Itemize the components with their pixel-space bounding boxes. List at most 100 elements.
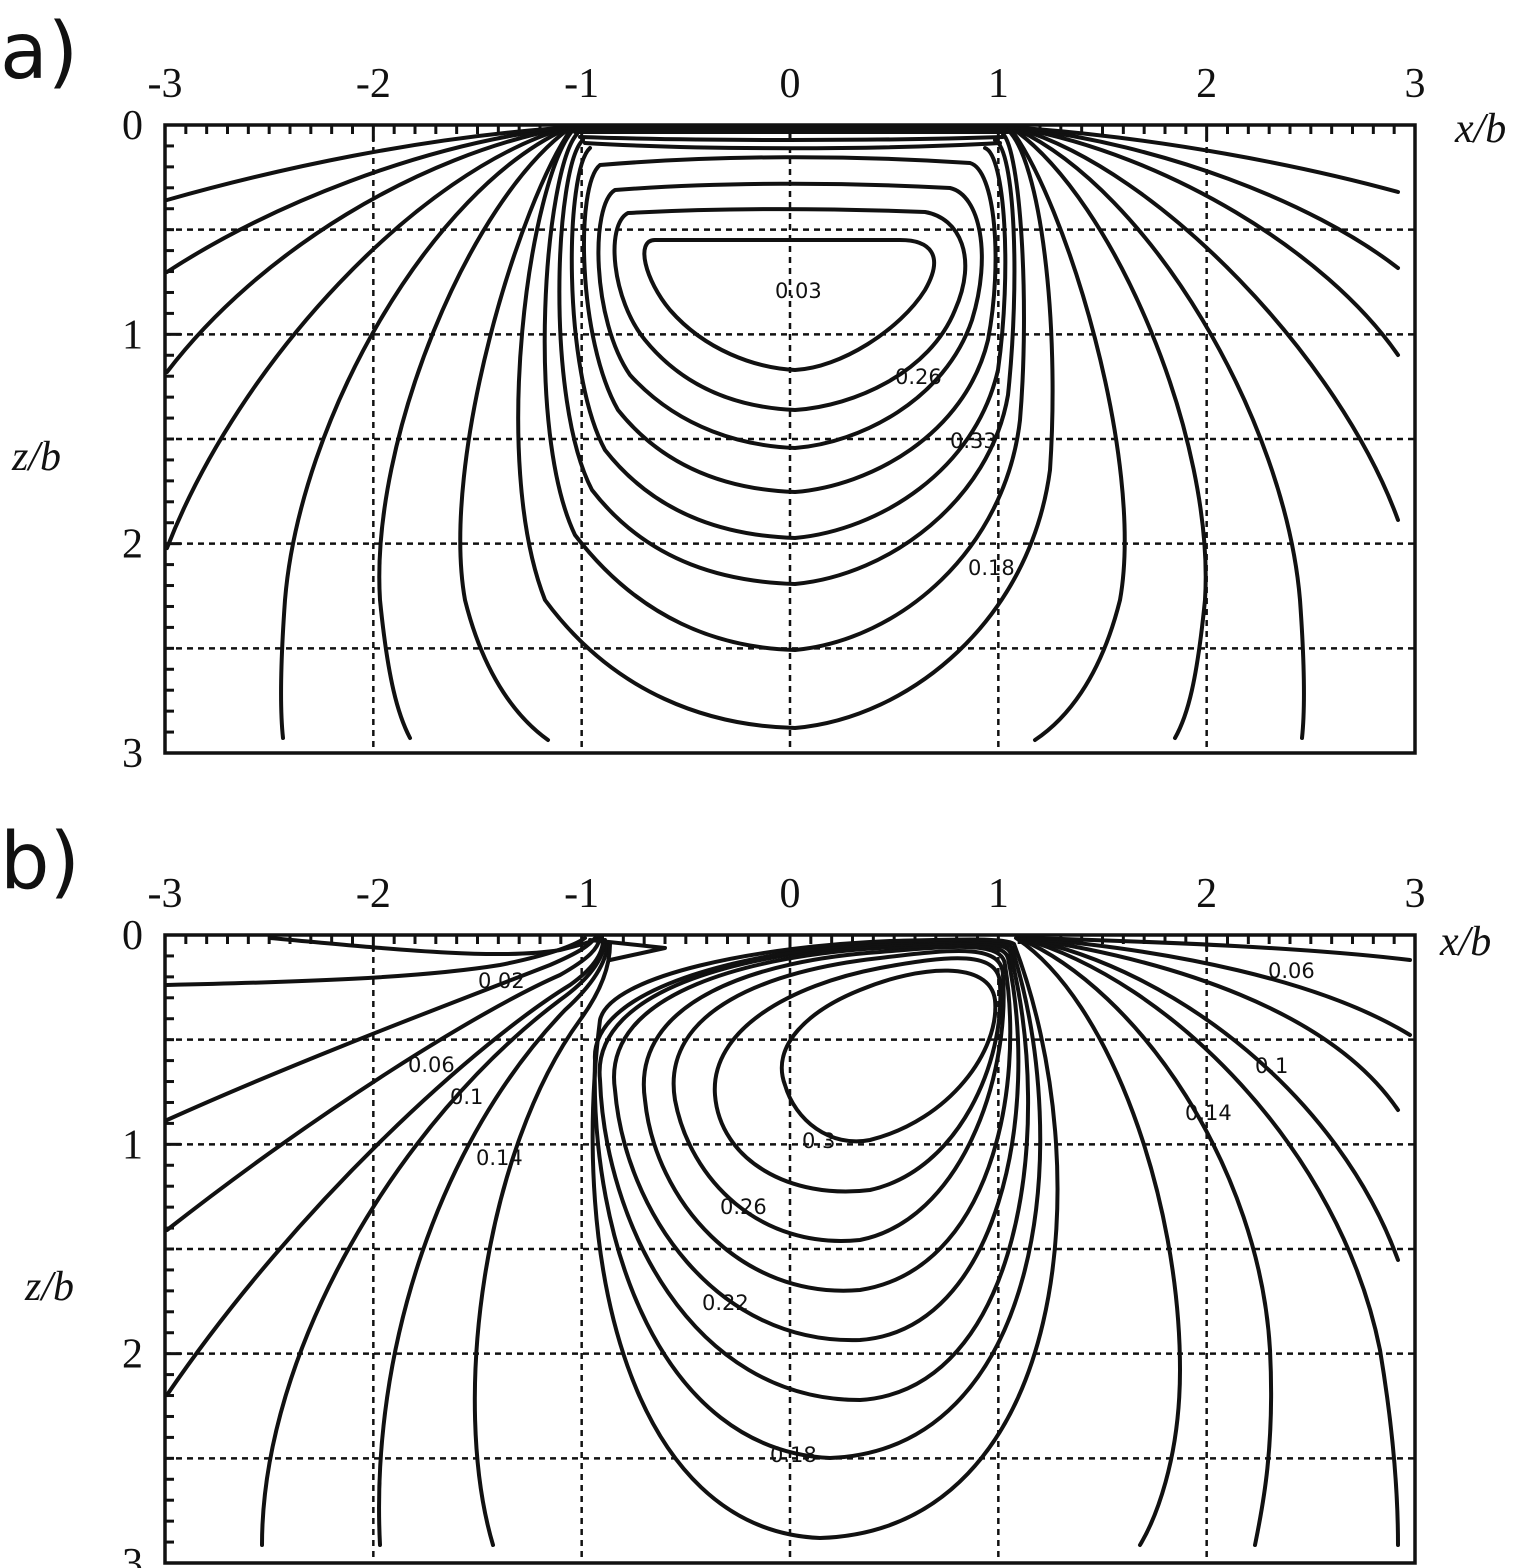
panel-b-contour-0.06 — [165, 936, 597, 1122]
panel-a-label: a) — [0, 7, 78, 97]
panel-a-contour-label: 0.33 — [950, 429, 997, 453]
panel-a-contour-11 — [278, 126, 570, 740]
panel-a-contour-9 — [458, 126, 574, 742]
panel-a-gridlines — [165, 125, 1415, 753]
panel-b-z-tick-label: 1 — [122, 1122, 143, 1168]
panel-b-gridlines — [165, 935, 1415, 1563]
panel-a-x-tick-labels: -3 -2 -1 0 1 2 3 — [148, 61, 1426, 107]
panel-b-contour-left-6 — [377, 940, 610, 1547]
panel-a-x-tick-label: -3 — [148, 61, 183, 107]
panel-a-z-tick-label: 2 — [122, 522, 143, 568]
panel-a-contour-8 — [516, 128, 1055, 730]
panel-b-contour-label: 0.1 — [1255, 1054, 1288, 1078]
panel-a-z-tick-label: 1 — [122, 312, 143, 358]
panel-b-contour-0.14 — [165, 938, 605, 1397]
panel-b-contour-2 — [712, 956, 1003, 1194]
panel-b-contour-spike — [588, 938, 667, 962]
panel-a-contour-4 — [581, 155, 998, 494]
panel-b-contour-right-top — [1026, 936, 1412, 962]
panel-a-x-tick-label: 0 — [780, 61, 801, 107]
panel-a-contour-14 — [165, 126, 564, 274]
panel-b-z-tick-label: 3 — [122, 1541, 143, 1568]
panel-a-contour-13 — [165, 126, 566, 374]
panel-a-contour-label: 0.18 — [968, 556, 1015, 580]
panel-a-contour-0.03 — [642, 238, 937, 372]
panel-a: a) x/b z/b -3 -2 -1 0 1 2 3 0 1 2 3 — [0, 7, 1506, 777]
panel-a-contour-5 — [569, 146, 1008, 540]
panel-a-contour-12-right — [1014, 126, 1400, 522]
panel-b-contour-left-7 — [472, 942, 612, 1547]
panel-b-contour-0.3 — [779, 968, 998, 1144]
panel-b-contour-right-0.1 — [1022, 936, 1400, 1112]
panel-b-contour-label: 0.18 — [770, 1443, 817, 1467]
panel-b-contour-6 — [597, 940, 1030, 1402]
panel-b-y-tick-labels: 0 1 2 3 — [122, 913, 143, 1568]
panel-b-contour-left-5 — [260, 938, 607, 1547]
panel-b-contour-label: 0.14 — [1185, 1101, 1232, 1125]
panel-b-contour-label: 0.02 — [478, 969, 525, 993]
panel-b-plot-frame — [163, 933, 1417, 1565]
panel-a-contour-labels: 0.03 0.26 0.33 0.18 — [775, 279, 1015, 580]
panel-a-x-tick-label: 1 — [988, 61, 1009, 107]
panel-b-contour-0.18 — [592, 938, 1043, 1460]
panel-b-x-tick-label: -3 — [148, 871, 183, 917]
panel-a-contour-15-right — [1020, 126, 1400, 194]
panel-a-x-axis-title: x/b — [1454, 106, 1506, 152]
panel-b-contour-label: 0.06 — [408, 1053, 455, 1077]
panel-a-contours — [165, 126, 1400, 742]
panel-b-contour-8 — [590, 937, 1060, 1540]
panel-a-contour-10-right — [1010, 126, 1208, 740]
panel-b-contour-0.26 — [671, 949, 1006, 1243]
panel-b-contour-4 — [641, 944, 1013, 1293]
panel-b-contour-label: 0.22 — [702, 1291, 749, 1315]
panel-b-contour-0.22 — [612, 942, 1021, 1343]
panel-b-y-axis-title: z/b — [24, 1264, 74, 1310]
panel-b-contour-right-1 — [1014, 936, 1182, 1547]
panel-a-contour-14-right — [1018, 126, 1400, 270]
panel-b-x-axis-title: x/b — [1439, 919, 1491, 965]
panel-b-x-tick-label: 2 — [1196, 871, 1217, 917]
panel-a-plot-frame — [163, 123, 1417, 755]
panel-b-x-tick-label: -2 — [356, 871, 391, 917]
panel-a-contour-label: 0.03 — [775, 279, 822, 303]
panel-a-y-tick-labels: 0 1 2 3 — [122, 103, 143, 777]
panel-b-contour-right-0.06 — [1024, 936, 1412, 1037]
panel-a-x-tick-label: -2 — [356, 61, 391, 107]
panel-a-contour-12 — [165, 126, 568, 550]
panel-b-label: b) — [0, 817, 80, 907]
panel-b-contour-surface-left — [268, 936, 600, 957]
panel-a-z-tick-label: 3 — [122, 731, 143, 777]
panel-b-contour-label: 0.1 — [450, 1085, 483, 1109]
panel-b-z-tick-label: 0 — [122, 913, 143, 959]
panel-a-contour-15 — [165, 126, 562, 202]
panel-a-contour-6 — [557, 138, 1017, 586]
panel-b-contour-right-2 — [1016, 936, 1274, 1547]
panel-a-y-axis-title: z/b — [11, 434, 61, 480]
panel-a-contour-7 — [542, 132, 1026, 652]
panel-b-contour-0.1 — [165, 936, 602, 1232]
panel-a-contour-label: 0.26 — [895, 365, 942, 389]
panel-b-x-tick-label: 3 — [1405, 871, 1426, 917]
panel-b: b) x/b z/b -3 -2 -1 0 1 2 3 0 1 2 3 — [0, 817, 1491, 1568]
panel-a-contour-13-right — [1016, 126, 1400, 357]
panel-b-contour-labels: 0.02 0.06 0.1 0.14 0.3 0.26 0.22 0.18 0.… — [408, 959, 1315, 1467]
panel-b-contour-label: 0.26 — [720, 1195, 767, 1219]
panel-b-x-tick-label: -1 — [564, 871, 599, 917]
panel-b-contour-label: 0.14 — [476, 1146, 523, 1170]
panel-a-z-tick-label: 0 — [122, 103, 143, 149]
panel-a-contour-2 — [612, 207, 968, 412]
panel-b-x-tick-label: 0 — [780, 871, 801, 917]
panel-a-x-tick-label: 2 — [1196, 61, 1217, 107]
panel-a-contour-11-right — [1012, 126, 1307, 740]
panel-b-contours — [165, 936, 1412, 1547]
panel-a-x-tick-label: -1 — [564, 61, 599, 107]
panel-a-x-tick-label: 3 — [1405, 61, 1426, 107]
panel-b-z-tick-label: 2 — [122, 1332, 143, 1378]
panel-b-contour-label: 0.06 — [1268, 959, 1315, 983]
panel-a-contour-9-right — [1008, 126, 1127, 742]
panel-a-contour-3 — [596, 181, 984, 450]
panel-b-contour-label: 0.3 — [802, 1129, 835, 1153]
panel-a-surface-band — [570, 126, 1012, 151]
